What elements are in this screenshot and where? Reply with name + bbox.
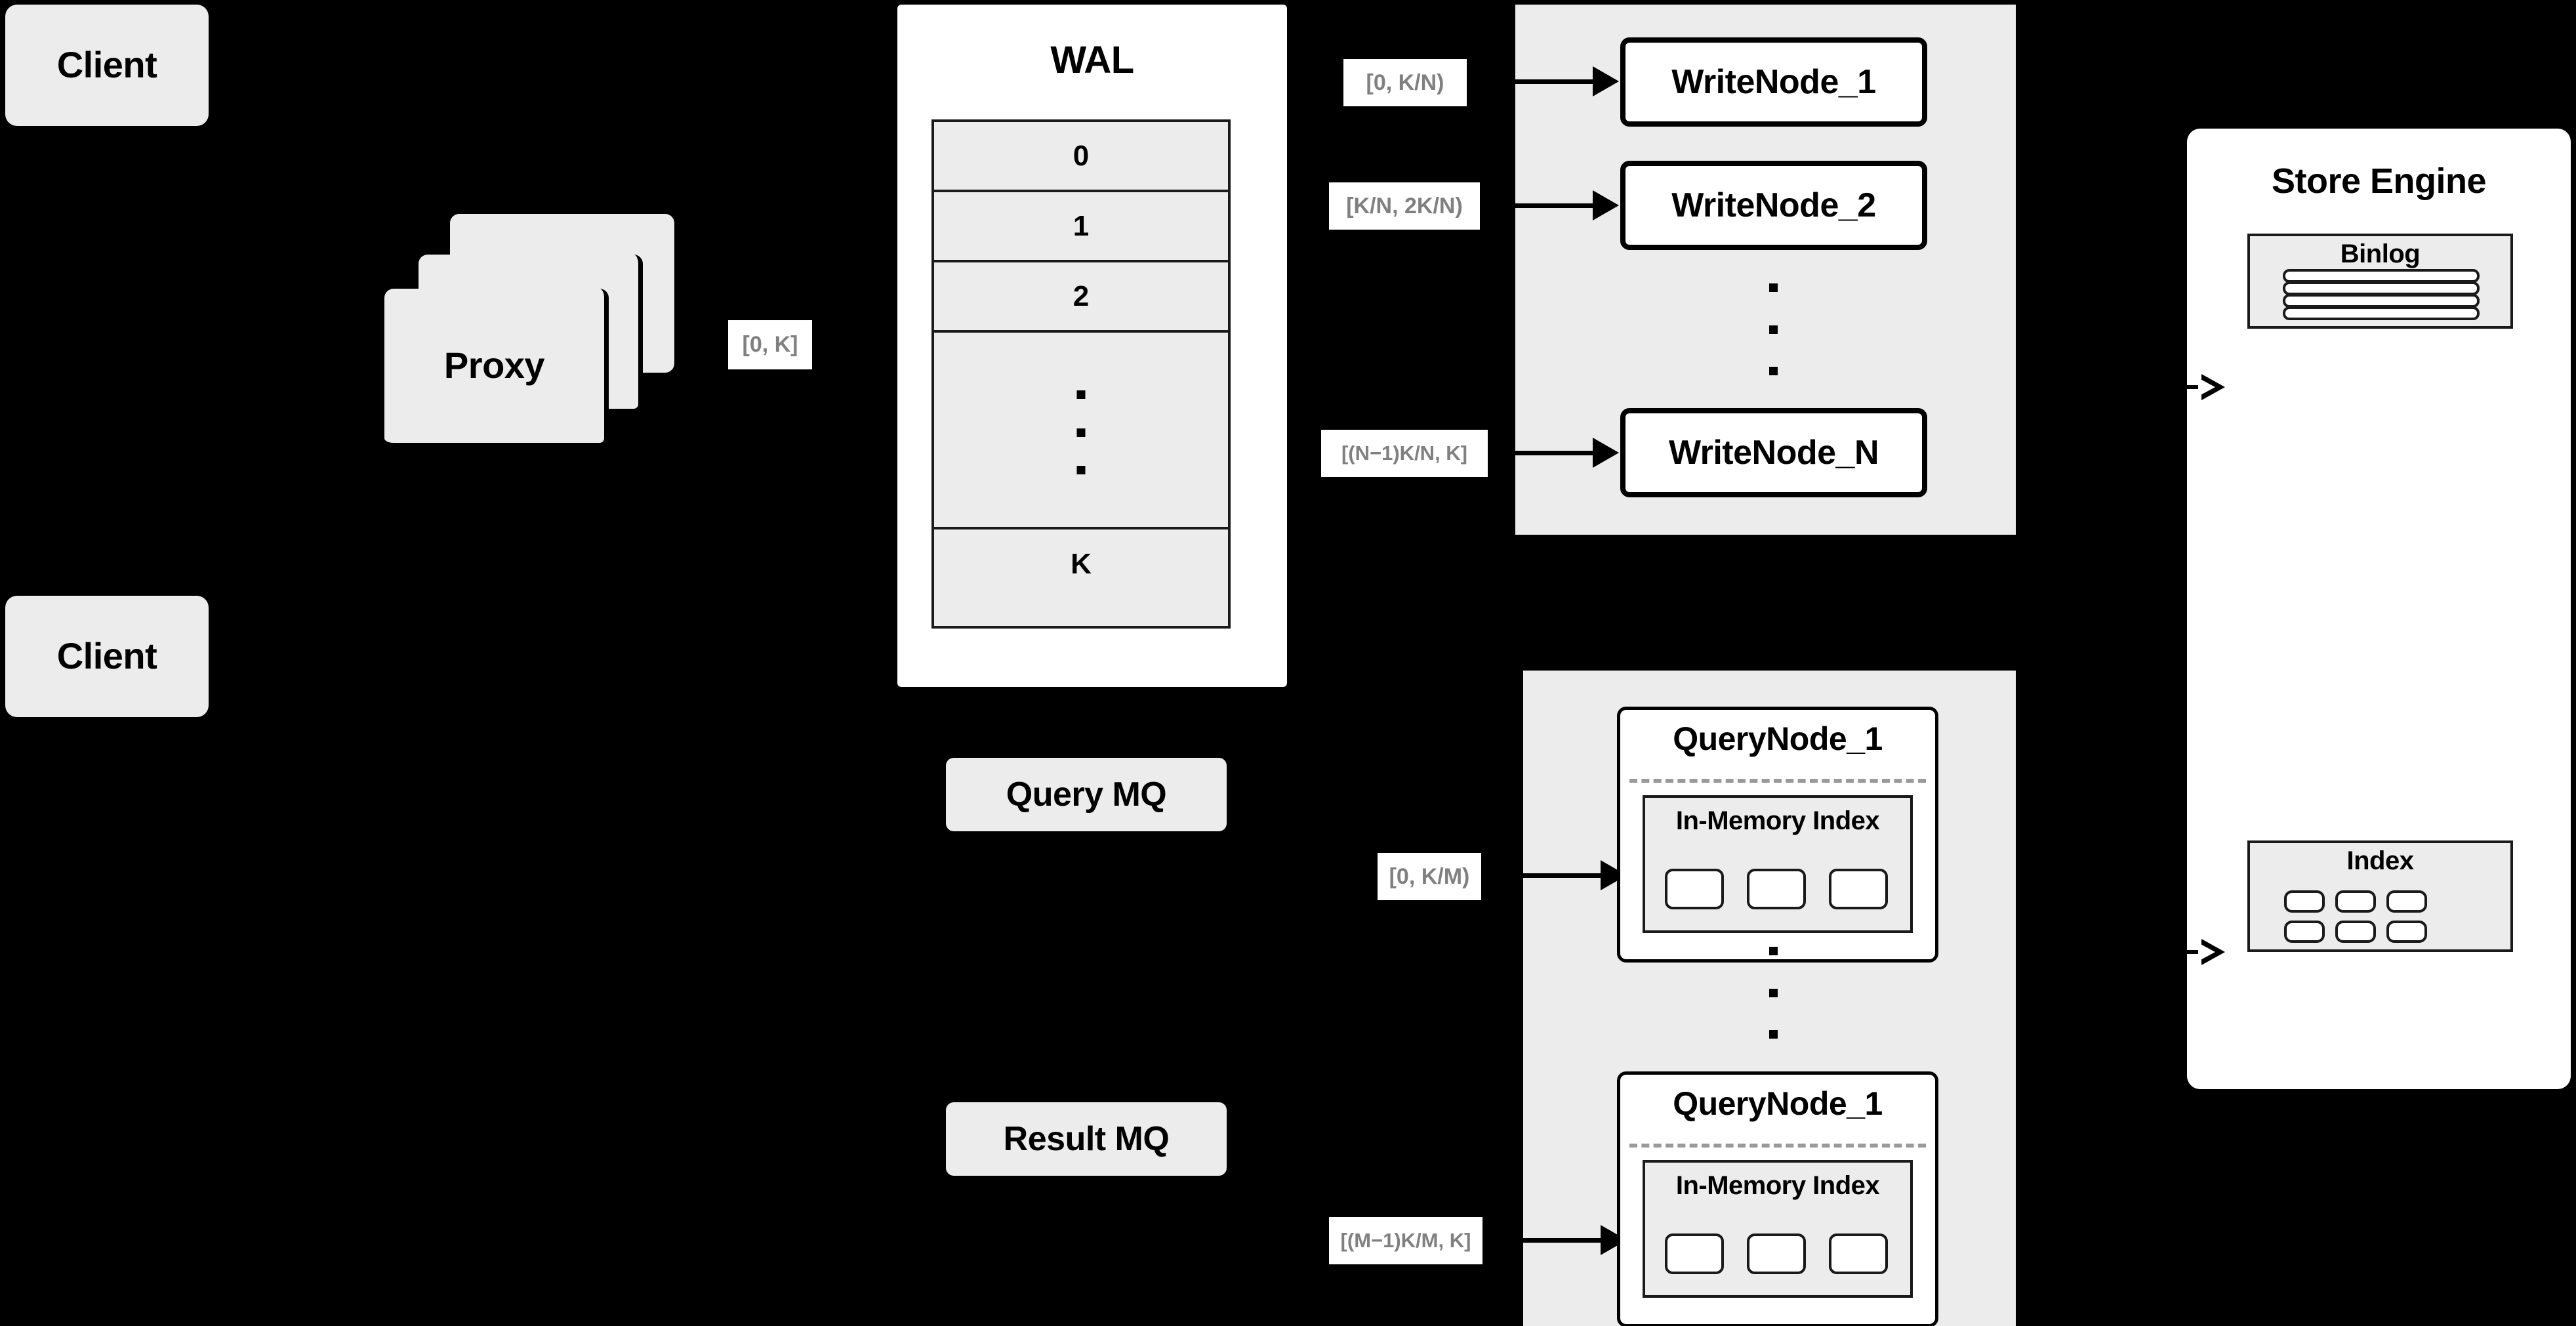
proxy-box[interactable]: Proxy — [384, 289, 609, 447]
wal-title: WAL — [1050, 39, 1134, 81]
wal-container: WAL 0 1 2 K — [897, 5, 1287, 687]
write-node-n[interactable]: WriteNode_N — [1620, 408, 1927, 497]
store-engine-container: Store Engine Binlog Index — [2187, 129, 2571, 1089]
write-node-1[interactable]: WriteNode_1 — [1620, 37, 1927, 127]
proxy-label: Proxy — [443, 344, 545, 386]
write-node-label-2: WriteNode_2 — [1671, 186, 1876, 224]
write-arrow-line-1 — [1515, 79, 1594, 84]
binlog-bar — [2283, 281, 2480, 295]
wal-ellipsis-dots — [1076, 390, 1086, 474]
store-index-slot — [2335, 890, 2376, 913]
in-memory-index-title-2: In-Memory Index — [1675, 1171, 1880, 1200]
client-label-2: Client — [56, 635, 157, 677]
store-index-slot — [2386, 890, 2427, 913]
wal-table: 0 1 2 K — [931, 119, 1231, 629]
query-mq-box[interactable]: Query MQ — [946, 758, 1227, 831]
store-index-slot — [2284, 890, 2325, 913]
wal-row-ellipsis — [934, 333, 1228, 529]
query-mq-label: Query MQ — [1006, 775, 1167, 814]
write-arrow-head-n — [1593, 438, 1619, 468]
in-memory-index-title-1: In-Memory Index — [1675, 806, 1880, 835]
in-memory-index-panel-1: In-Memory Index — [1643, 795, 1913, 933]
query-node-title-1: QueryNode_1 — [1673, 720, 1883, 757]
wal-row: 0 — [934, 122, 1228, 192]
client-box-2[interactable]: Client — [5, 596, 209, 717]
wal-row: K — [1071, 548, 1092, 580]
query-node-divider-1 — [1629, 779, 1926, 783]
wal-row: 2 — [934, 262, 1228, 333]
write-range-chip-1: [0, K/N) — [1343, 59, 1467, 106]
query-cluster-ellipsis-dots — [1769, 947, 1778, 1039]
binlog-bar — [2283, 306, 2480, 320]
query-range-chip-m: [(M−1)K/M, K] — [1329, 1217, 1482, 1264]
client-box-1[interactable]: Client — [5, 5, 209, 126]
query-node-1[interactable]: QueryNode_1 In-Memory Index — [1617, 707, 1938, 963]
write-range-chip-2: [K/N, 2K/N) — [1329, 182, 1480, 230]
store-index-panel: Index — [2247, 840, 2513, 952]
index-slot — [1747, 1233, 1806, 1274]
client-label-1: Client — [56, 44, 157, 86]
query-node-divider-2 — [1629, 1144, 1926, 1148]
store-index-arrow-line — [2173, 950, 2203, 954]
store-index-title: Index — [2346, 846, 2414, 875]
binlog-arrow-line — [2173, 385, 2203, 389]
write-arrow-line-n — [1515, 451, 1594, 455]
result-mq-box[interactable]: Result MQ — [946, 1102, 1227, 1176]
write-arrow-head-1 — [1593, 66, 1619, 96]
write-node-label-1: WriteNode_1 — [1671, 62, 1876, 101]
proxy-range-chip: [0, K] — [728, 320, 812, 369]
binlog-bar — [2283, 294, 2480, 308]
index-slot — [1747, 869, 1806, 909]
write-node-label-n: WriteNode_N — [1668, 433, 1879, 472]
binlog-title: Binlog — [2340, 239, 2421, 268]
query-arrow-line-m — [1523, 1238, 1602, 1243]
index-slot — [1829, 1233, 1888, 1274]
result-mq-label: Result MQ — [1003, 1119, 1170, 1158]
query-node-title-2: QueryNode_1 — [1673, 1085, 1883, 1122]
store-index-slot — [2386, 921, 2427, 943]
binlog-arrow-head — [2198, 374, 2225, 400]
query-arrow-line-1 — [1523, 873, 1602, 878]
binlog-panel: Binlog — [2247, 234, 2513, 329]
in-memory-index-panel-2: In-Memory Index — [1643, 1160, 1913, 1298]
index-slot — [1665, 1233, 1724, 1274]
binlog-bar — [2283, 269, 2480, 283]
store-index-arrow-head — [2198, 939, 2225, 965]
write-node-2[interactable]: WriteNode_2 — [1620, 161, 1927, 250]
write-range-chip-n: [(N−1)K/N, K] — [1321, 430, 1488, 477]
store-index-slot — [2284, 921, 2325, 943]
query-range-chip-1: [0, K/M) — [1378, 853, 1481, 900]
index-slot — [1665, 869, 1724, 909]
query-node-2[interactable]: QueryNode_1 In-Memory Index — [1617, 1071, 1938, 1326]
store-engine-title: Store Engine — [2271, 161, 2487, 201]
index-slot — [1829, 869, 1888, 909]
write-arrow-line-2 — [1515, 203, 1594, 208]
store-index-slot — [2335, 921, 2376, 943]
write-arrow-head-2 — [1593, 190, 1619, 220]
wal-row: 1 — [934, 192, 1228, 262]
write-cluster-ellipsis-dots — [1769, 283, 1778, 375]
